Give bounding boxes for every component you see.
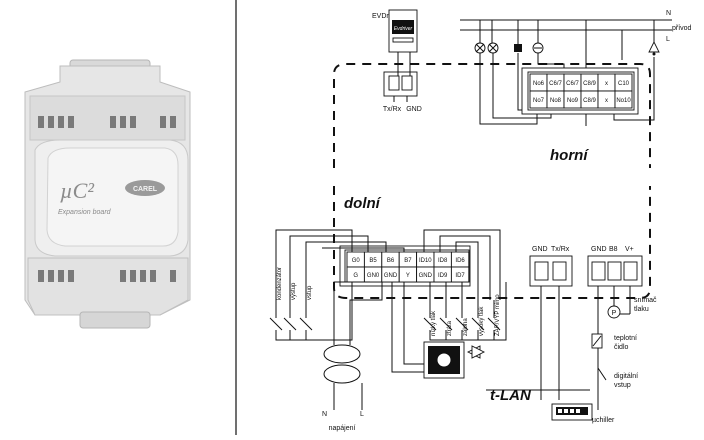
- rot-label-ztrata: ztráta: [447, 320, 453, 336]
- top-terminal-label: No6: [533, 81, 545, 87]
- conn-a-txrx-label: Tx/Rx: [551, 246, 570, 253]
- top-terminal-label: x: [605, 98, 608, 104]
- lower-board-label: dolní: [344, 195, 382, 212]
- bottom-terminal-label: ID6: [455, 258, 465, 264]
- bottom-terminal-label: B5: [369, 258, 377, 264]
- bottom-terminal-label: ID9: [438, 273, 448, 279]
- pressure-sensor-label-1: snímač: [634, 297, 657, 304]
- digital-input-label-1: digitální: [614, 373, 638, 380]
- top-terminal-label: C10: [618, 81, 630, 87]
- chiller-label: µchiller: [592, 417, 615, 424]
- temp-sensor-label-1: teplotní: [614, 335, 637, 342]
- bottom-terminal-label: B7: [404, 258, 412, 264]
- top-terminal-label: C8/9: [583, 81, 596, 87]
- product-subtitle: Expansion board: [58, 209, 112, 216]
- bottom-terminal-label: GND: [384, 273, 398, 279]
- chiller-controller: [551, 403, 593, 421]
- conn-a-gnd-label: GND: [532, 246, 548, 253]
- motor-load-icon: [532, 42, 544, 54]
- carel-logo: CAREL: [133, 186, 158, 193]
- svg-text:P: P: [612, 310, 617, 317]
- tlan-connector: [529, 255, 573, 287]
- conn-b-gnd-label: GND: [591, 246, 607, 253]
- sensor-connector: [587, 255, 643, 287]
- top-terminal-label: C8/9: [583, 98, 596, 104]
- rot-label-vystup: výstup: [291, 282, 297, 300]
- bottom-terminal-label: Y: [406, 273, 410, 279]
- top-terminal-label: C6/7: [566, 81, 579, 87]
- temp-sensor-label-2: čidlo: [614, 344, 629, 351]
- supply-n-label: N: [666, 10, 671, 17]
- ev-driver-label: EVDriver: [372, 13, 401, 20]
- fan-icon: [466, 345, 486, 359]
- valve-load-icon: [514, 44, 522, 52]
- bottom-terminal-label: GND: [419, 273, 433, 279]
- power-input-label: napájení: [329, 425, 356, 432]
- bottom-terminal-label: G0: [352, 258, 361, 264]
- conn-b-vplus-label: V+: [625, 246, 634, 253]
- transformer-icon: [323, 344, 361, 384]
- ev-txrx-label: Tx/Rx: [383, 106, 402, 113]
- top-terminal-label: No10: [616, 98, 631, 104]
- digital-input-label-2: vstup: [614, 382, 631, 389]
- bottom-terminal-label: ID10: [419, 258, 432, 264]
- bottom-terminal-label: B6: [387, 258, 395, 264]
- top-terminal-cell: [614, 90, 633, 109]
- pressure-sensor-label-2: tlaku: [634, 306, 649, 313]
- bottom-terminal-label: ID7: [455, 273, 465, 279]
- bottom-n-label: N: [322, 411, 327, 418]
- top-terminal-label: No9: [567, 98, 579, 104]
- rot-label-nizky-tlak: nízký tlak: [431, 310, 437, 336]
- rot-label-zap-vyp: ZAP/VYP mimo: [495, 294, 501, 336]
- product-model: µC²: [60, 178, 94, 203]
- rot-label-vstup: vstup: [307, 285, 313, 300]
- tlan-label: t-LAN: [490, 387, 532, 404]
- fan-load-icon: [474, 42, 486, 54]
- ev-driver-logo: Evdriver: [394, 26, 413, 32]
- supply-label: přívod: [672, 25, 692, 32]
- rot-label-vysoky-tlak: vysoký tlak: [479, 306, 485, 336]
- temperature-sensor-icon: [591, 333, 603, 349]
- upper-board-label: horní: [550, 147, 589, 164]
- top-terminal-label: C6/7: [549, 81, 562, 87]
- rot-label-kondenzator: kondenzátor: [277, 267, 283, 300]
- bottom-terminal-label: ID8: [438, 258, 448, 264]
- top-terminal-label: x: [605, 81, 608, 87]
- fan-load-icon-2: [487, 42, 499, 54]
- ev-gnd-label: GND: [406, 106, 422, 113]
- bottom-terminal-label: G: [353, 273, 358, 279]
- conn-b-b8-label: B8: [609, 246, 618, 253]
- upper-housing-outline: [333, 63, 651, 168]
- ev-driver-module: Evdriver: [388, 9, 418, 53]
- fan-speed-module: [423, 341, 465, 379]
- supply-l-label: L: [666, 36, 670, 43]
- bottom-terminal-cell: [450, 266, 470, 283]
- top-terminal-label: No7: [533, 98, 545, 104]
- bottom-l-label: L: [360, 411, 364, 418]
- bottom-terminal-label: GN0: [367, 273, 380, 279]
- top-terminal-label: No8: [550, 98, 562, 104]
- rot-label-zaloha: záloha: [463, 318, 469, 336]
- alarm-load-icon: [648, 40, 660, 56]
- expansion-board-photo: µC² CAREL Expansion board: [24, 59, 191, 329]
- pressure-sensor-icon: P: [607, 305, 621, 319]
